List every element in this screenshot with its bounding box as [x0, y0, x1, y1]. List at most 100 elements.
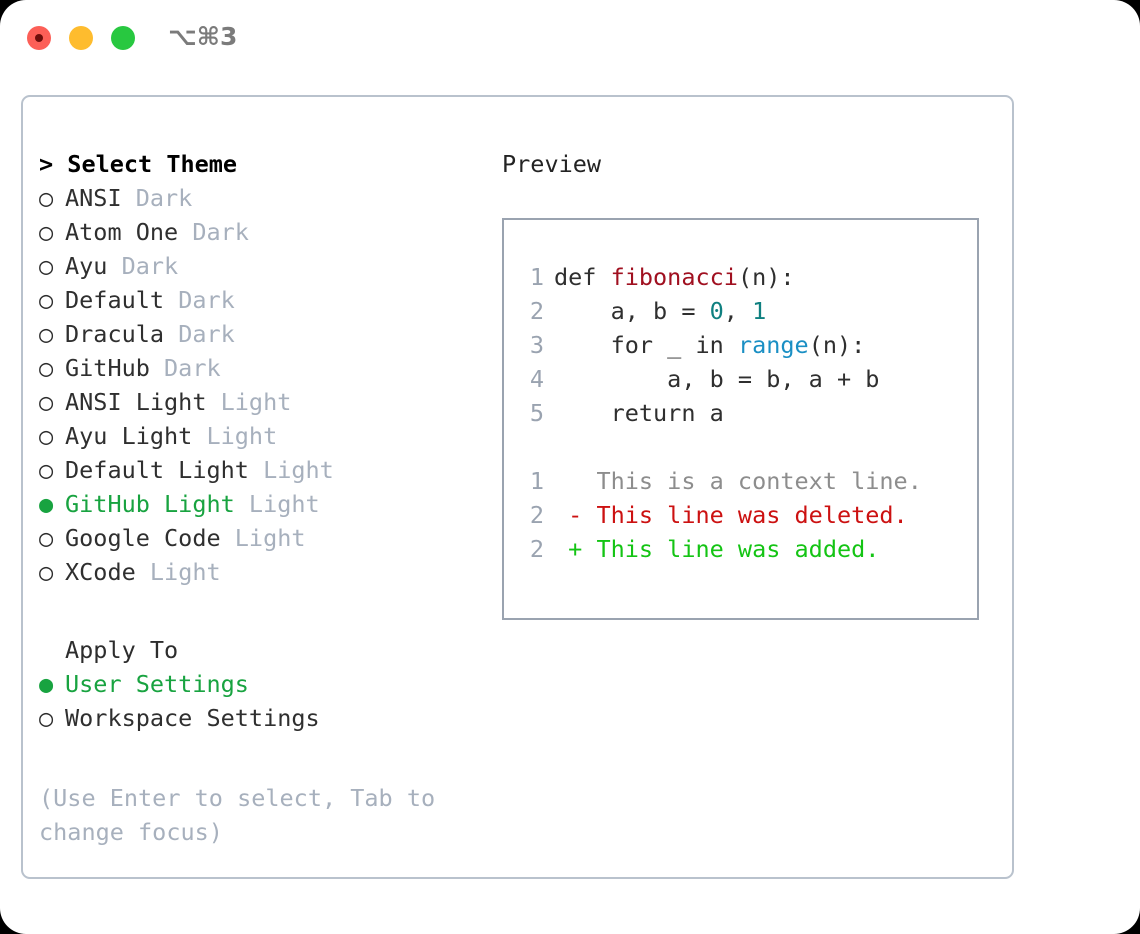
- theme-name: Default: [65, 286, 165, 314]
- diff-sample: 1 This is a context line.2 - This line w…: [520, 464, 977, 566]
- radio-unselected-icon: ○: [39, 354, 54, 382]
- theme-list-item[interactable]: ○ ANSI Light Light: [39, 385, 469, 419]
- code-token: a, b =: [554, 297, 710, 325]
- minimize-button[interactable]: [69, 26, 93, 50]
- theme-list[interactable]: ○ ANSI Dark ○ Atom One Dark ○ Ayu Dark ○ Defaul…: [39, 181, 469, 589]
- theme-list-item[interactable]: ● GitHub Light Light: [39, 487, 469, 521]
- content-frame: > Select Theme ○ANSI Dark○Atom One Dark○…: [21, 95, 1014, 879]
- code-line: 2 a, b = 0, 1: [520, 294, 977, 328]
- line-number: 4: [529, 365, 544, 393]
- window-controls: [27, 26, 135, 50]
- code-line: 1 def fibonacci(n):: [520, 260, 977, 294]
- diff-text: + This line was added.: [554, 535, 880, 563]
- select-theme-header: > Select Theme: [39, 150, 238, 178]
- theme-name: Ayu: [65, 252, 108, 280]
- apply-to-list[interactable]: ●User Settings ○ Workspace Settings: [39, 667, 469, 735]
- code-token: (n):: [737, 263, 795, 291]
- line-number: 1: [529, 467, 544, 495]
- radio-unselected-icon: ○: [39, 704, 54, 732]
- theme-list-item[interactable]: ○ Atom One Dark: [39, 215, 469, 249]
- spacer: [520, 430, 977, 464]
- theme-variant-tag: Dark: [121, 184, 193, 212]
- theme-list-item[interactable]: ○ Default Dark: [39, 283, 469, 317]
- code-token: 0: [709, 297, 724, 325]
- apply-to-header: Apply To: [65, 636, 179, 664]
- close-button[interactable]: [27, 26, 51, 50]
- theme-name: ANSI: [65, 184, 122, 212]
- radio-unselected-icon: ○: [39, 388, 54, 416]
- theme-list-item[interactable]: ○ Ayu Dark: [39, 249, 469, 283]
- diff-line: 1 This is a context line.: [520, 464, 977, 498]
- title-bar: ⌥⌘3: [0, 0, 1140, 78]
- theme-variant-tag: Dark: [164, 320, 235, 348]
- diff-line: 2 - This line was deleted.: [520, 498, 977, 532]
- theme-list-item[interactable]: ○GitHub Dark: [39, 351, 469, 385]
- line-number: 3: [529, 331, 544, 359]
- theme-list-item[interactable]: ○ XCode Light: [39, 555, 469, 589]
- apply-to-item[interactable]: ●User Settings: [39, 667, 469, 701]
- theme-name: ANSI Light: [65, 388, 207, 416]
- theme-name: GitHub Light: [65, 490, 235, 518]
- theme-variant-tag: Dark: [107, 252, 179, 280]
- theme-variant-tag: Light: [192, 422, 278, 450]
- line-number: 5: [529, 399, 544, 427]
- maximize-button[interactable]: [111, 26, 135, 50]
- theme-list-item[interactable]: ○ Dracula Dark: [39, 317, 469, 351]
- theme-variant-tag: Light: [206, 388, 292, 416]
- line-number: 2: [529, 501, 544, 529]
- code-token: return a: [554, 399, 724, 427]
- code-token: 1: [752, 297, 767, 325]
- code-token: a, b = b, a + b: [554, 365, 880, 393]
- code-line: 5 return a: [520, 396, 977, 430]
- radio-unselected-icon: ○: [39, 286, 54, 314]
- theme-variant-tag: Dark: [164, 286, 235, 314]
- line-number: 2: [529, 297, 544, 325]
- theme-variant-tag: Light: [135, 558, 221, 586]
- radio-unselected-icon: ○: [39, 558, 54, 586]
- radio-unselected-icon: ○: [39, 218, 54, 246]
- radio-selected-icon: ●: [39, 490, 54, 518]
- code-line: 3 for _ in range(n):: [520, 328, 977, 362]
- code-token: def: [554, 263, 611, 291]
- theme-name: GitHub: [65, 354, 150, 382]
- theme-selector-pane: > Select Theme ○ANSI Dark○Atom One Dark○…: [39, 147, 469, 849]
- apply-to-label: User Settings: [65, 670, 249, 698]
- radio-unselected-icon: ○: [39, 184, 54, 212]
- code-line: 4 a, b = b, a + b: [520, 362, 977, 396]
- diff-text: - This line was deleted.: [554, 501, 908, 529]
- theme-variant-tag: Light: [248, 456, 334, 484]
- theme-list-item[interactable]: ○ Google Code Light: [39, 521, 469, 555]
- theme-name: Google Code: [65, 524, 221, 552]
- radio-unselected-icon: ○: [39, 422, 54, 450]
- preview-title: Preview: [502, 150, 602, 178]
- line-number: 2: [529, 535, 544, 563]
- code-token: (n):: [808, 331, 866, 359]
- code-token: ,: [723, 297, 753, 325]
- line-number: 1: [529, 263, 544, 291]
- theme-name: Atom One: [65, 218, 179, 246]
- theme-list-item[interactable]: ○ Default Light Light: [39, 453, 469, 487]
- theme-name: Ayu Light: [65, 422, 193, 450]
- code-token: fibonacci: [610, 263, 738, 291]
- radio-unselected-icon: ○: [39, 320, 54, 348]
- diff-line: 2 + This line was added.: [520, 532, 977, 566]
- radio-unselected-icon: ○: [39, 252, 54, 280]
- radio-unselected-icon: ○: [39, 524, 54, 552]
- keyboard-shortcut-label: ⌥⌘3: [168, 22, 238, 51]
- theme-name: Dracula: [65, 320, 165, 348]
- theme-variant-tag: Dark: [178, 218, 249, 246]
- radio-unselected-icon: ○: [39, 456, 54, 484]
- theme-list-item[interactable]: ○ Ayu Light Light: [39, 419, 469, 453]
- theme-list-item[interactable]: ○ ANSI Dark: [39, 181, 469, 215]
- theme-variant-tag: Light: [234, 490, 320, 518]
- apply-to-item[interactable]: ○ Workspace Settings: [39, 701, 469, 735]
- theme-name: XCode: [65, 558, 136, 586]
- theme-name: Default Light: [65, 456, 249, 484]
- apply-to-label: Workspace Settings: [65, 704, 320, 732]
- theme-variant-tag: Light: [220, 524, 306, 552]
- keyboard-hint: (Use Enter to select, Tab to change focu…: [39, 784, 450, 846]
